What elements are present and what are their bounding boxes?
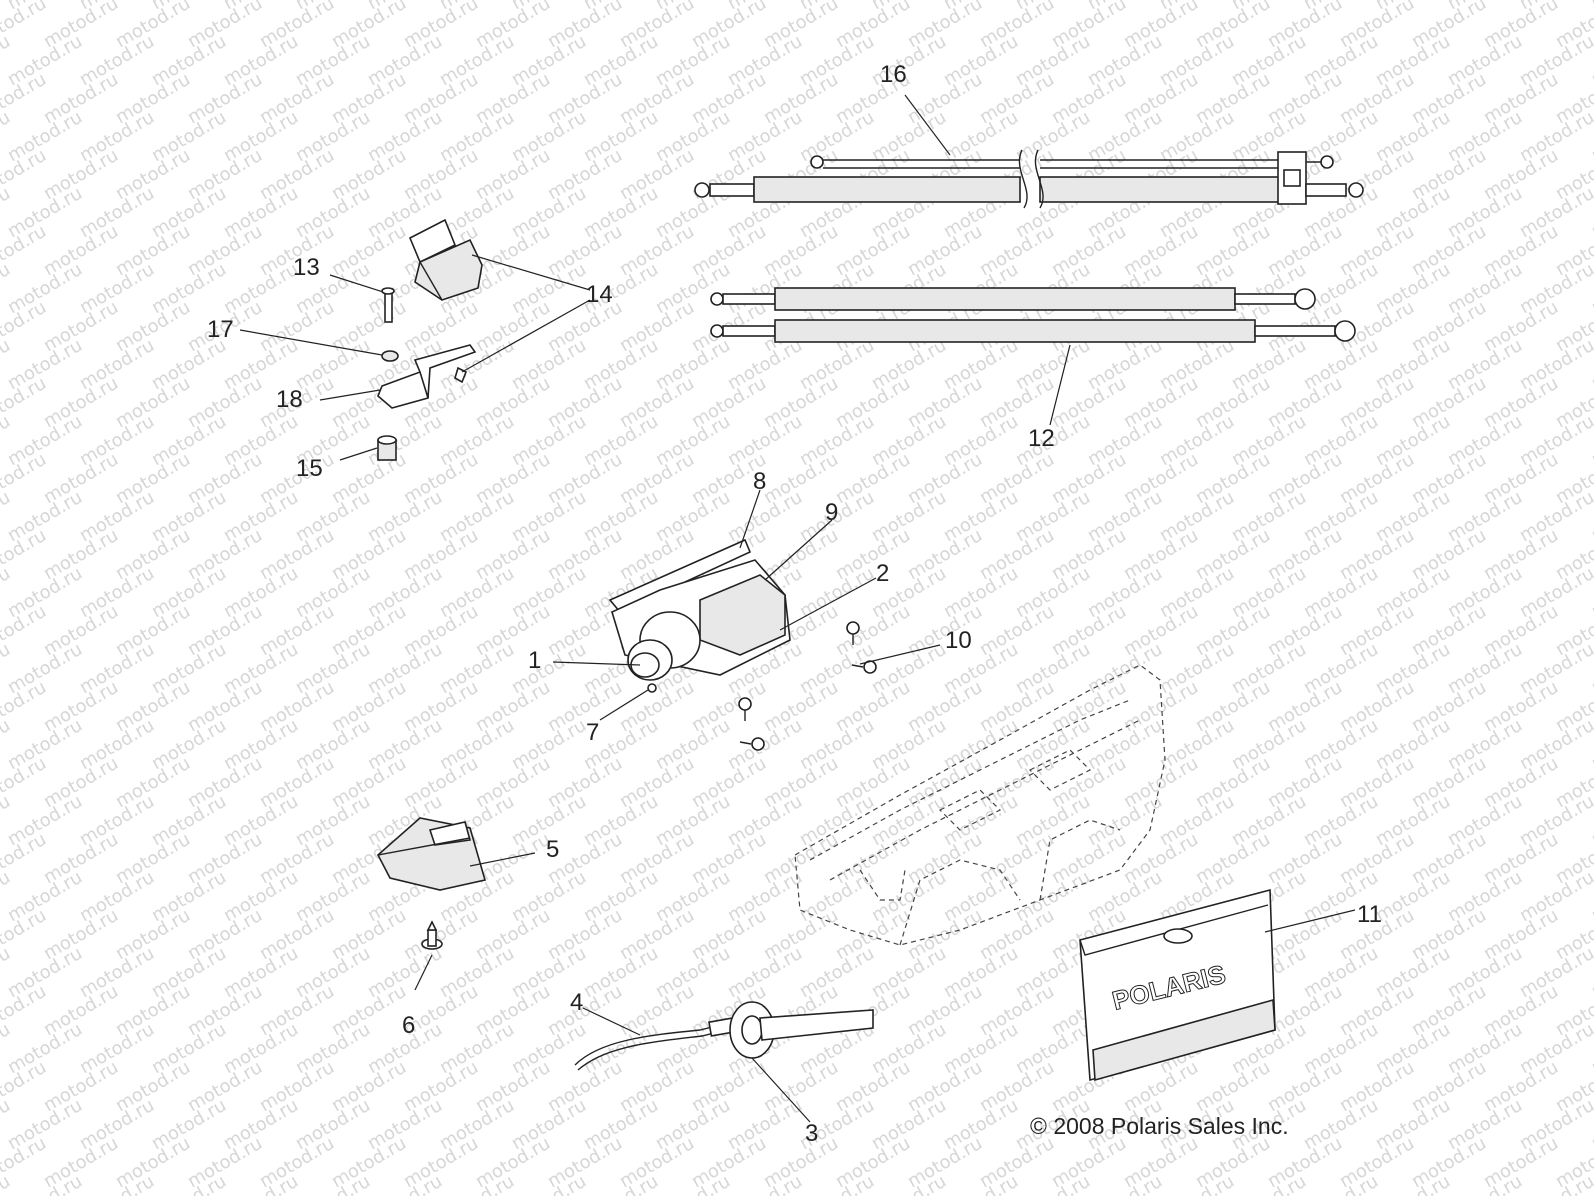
callout-2: 2 [876,560,889,587]
callout-18: 18 [276,386,303,413]
callout-1: 1 [528,647,541,674]
callout-4: 4 [570,989,583,1016]
callout-10: 10 [945,627,972,654]
callout-9: 9 [825,499,838,526]
spacer-15 [377,435,397,461]
callout-12: 12 [1028,425,1055,452]
washer-17 [381,350,399,362]
callout-5: 5 [546,836,559,863]
callout-8: 8 [753,468,766,495]
callout-15: 15 [296,455,323,482]
callout-7: 7 [586,719,599,746]
callout-6: 6 [402,1012,415,1039]
callout-16: 16 [880,61,907,88]
callout-11: 11 [1357,901,1382,928]
callout-17: 17 [207,316,234,343]
callout-14: 14 [586,281,613,308]
callout-13: 13 [293,254,320,281]
copyright-notice: © 2008 Polaris Sales Inc. [1030,1113,1289,1139]
callout-3: 3 [805,1120,818,1147]
